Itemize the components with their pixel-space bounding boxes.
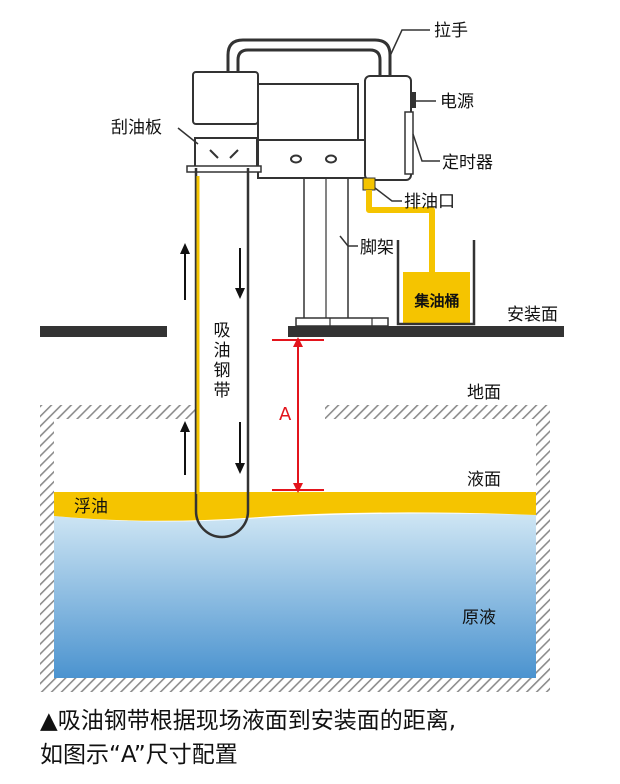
oil-outlet-spout bbox=[362, 177, 376, 191]
belt-label-char: 带 bbox=[214, 381, 231, 401]
control-box bbox=[364, 75, 412, 181]
stand-label: 脚架 bbox=[360, 238, 394, 258]
tank-top-left-wall bbox=[40, 405, 197, 419]
belt-up-arrow bbox=[180, 421, 190, 475]
pull-handle bbox=[226, 38, 392, 78]
leader-lines bbox=[177, 29, 440, 247]
belt-label-char: 油 bbox=[214, 341, 231, 361]
timer-label: 定时器 bbox=[442, 153, 493, 173]
gear-housing bbox=[257, 83, 359, 141]
dimension-a bbox=[272, 337, 324, 493]
power-label: 电源 bbox=[440, 92, 474, 112]
tank-left-wall bbox=[40, 405, 54, 692]
belt-down-arrow bbox=[235, 422, 245, 474]
mount-plate-left bbox=[40, 326, 167, 337]
tank bbox=[40, 405, 550, 692]
oil-skimmer-diagram: 拉手 电源 定时器 刮油板 排油口 脚架 集油桶 安装面 吸 油 钢 带 A 地… bbox=[40, 21, 564, 692]
tank-right-wall bbox=[536, 405, 550, 692]
belt-label-char: 吸 bbox=[214, 321, 231, 341]
raw-liquid-body bbox=[54, 513, 536, 678]
floating-oil-layer bbox=[54, 492, 536, 521]
belt-down-arrow bbox=[235, 248, 245, 299]
bolt-hole bbox=[290, 154, 302, 164]
scraper-label: 刮油板 bbox=[111, 118, 162, 138]
collector-bucket bbox=[396, 240, 476, 326]
caption-line-1: ▲吸油钢带根据现场液面到安装面的距离, bbox=[40, 708, 456, 734]
tank-top-right-wall bbox=[325, 405, 550, 419]
liquid-surface-label: 液面 bbox=[467, 470, 501, 490]
collector-label: 集油桶 bbox=[413, 292, 459, 310]
mount-surface-label: 安装面 bbox=[507, 305, 558, 325]
motor-housing bbox=[192, 71, 259, 125]
steel-belt bbox=[194, 168, 250, 539]
mount-block bbox=[257, 139, 369, 179]
dimension-a-label: A bbox=[279, 404, 292, 425]
belt-up-arrow bbox=[180, 243, 190, 300]
collector-oil bbox=[403, 272, 470, 324]
oil-outlet-label: 排油口 bbox=[404, 192, 455, 212]
mount-plate-right bbox=[288, 326, 564, 337]
power-switch bbox=[411, 92, 416, 108]
floating-oil-label: 浮油 bbox=[74, 497, 108, 517]
bolt-hole bbox=[325, 154, 337, 164]
ground-label: 地面 bbox=[467, 383, 501, 403]
tank-floor bbox=[40, 678, 550, 692]
raw-liquid-label: 原液 bbox=[462, 608, 496, 628]
timer-panel bbox=[404, 111, 414, 175]
scraper bbox=[186, 137, 262, 173]
pull-handle-label: 拉手 bbox=[434, 21, 468, 41]
belt-label-char: 钢 bbox=[214, 361, 231, 381]
caption-line-2: 如图示“A”尺寸配置 bbox=[40, 742, 238, 768]
caption: ▲吸油钢带根据现场液面到安装面的距离, 如图示“A”尺寸配置 bbox=[40, 704, 600, 772]
discharge-pipe bbox=[366, 190, 435, 282]
